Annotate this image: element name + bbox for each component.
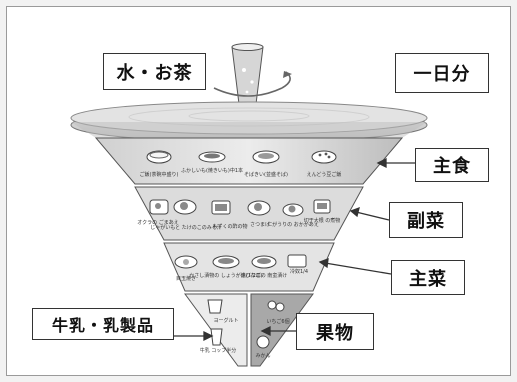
main-item-1: かさし漬物の しょうが焼(1/2皿) [189,272,263,279]
main-dish-label: 主菜 [391,260,465,295]
side-dish-tier: オクラの ごまあえ じゃがいもと たけのこのみそ汁 もずくの酢の物 さつまげ に… [134,186,364,241]
rotation-arrow-icon [213,71,292,97]
fruit-label: 果物 [296,313,374,350]
fruit-item-1: みかん [255,352,270,359]
main-item-2: 赤びなごの 南蛮漬け [241,272,288,279]
water-glass-icon [231,43,264,105]
milk-item-0: ヨーグルト [213,317,238,324]
fruit-item-0: いちご6個 [266,318,289,325]
fruit-section: いちご6個 みかん [250,293,314,367]
staple-label: 主食 [415,148,489,182]
milk-section: ヨーグルト 牛乳 コップ半分 [184,293,248,367]
side-item-1: じゃがいもと たけのこのみそ汁 [150,224,222,231]
side-item-5: 切干大根 の煮物 [304,217,341,224]
side-item-2: もずくの酢の物 [212,223,247,230]
side-item-0: オクラの ごまあえ [137,219,179,226]
staple-item-1: ふかしいも(焼きいも)中1本 [181,167,243,174]
staple-tier: ご飯(茶碗中盛り) ふかしいも(焼きいも)中1本 そばきい(並盛そば) えんどう… [94,137,404,185]
side-item-3: さつまげ [250,221,270,228]
main-dish-tier: 目玉焼き かさし漬物の しょうが焼(1/2皿) 赤びなごの 南蛮漬け 冷奴1/4 [163,242,335,292]
milk-item-1: 牛乳 コップ半分 [200,347,237,354]
water-tea-label: 水・お茶 [103,53,206,90]
staple-item-0: ご飯(茶碗中盛り) [140,171,179,178]
side-dish-label: 副菜 [389,202,463,238]
staple-item-3: えんどう豆ご飯 [307,171,342,178]
main-item-3: 冷奴1/4 [290,268,308,275]
staple-item-2: そばきい(並盛そば) [244,171,288,178]
main-item-0: 目玉焼き [176,275,196,282]
side-item-4: にがうりの おかかあえ [267,221,319,228]
milk-dairy-label: 牛乳・乳製品 [32,308,174,340]
pointer-lines [170,157,415,342]
top-disc [70,101,428,143]
one-day-label: 一日分 [395,53,489,93]
